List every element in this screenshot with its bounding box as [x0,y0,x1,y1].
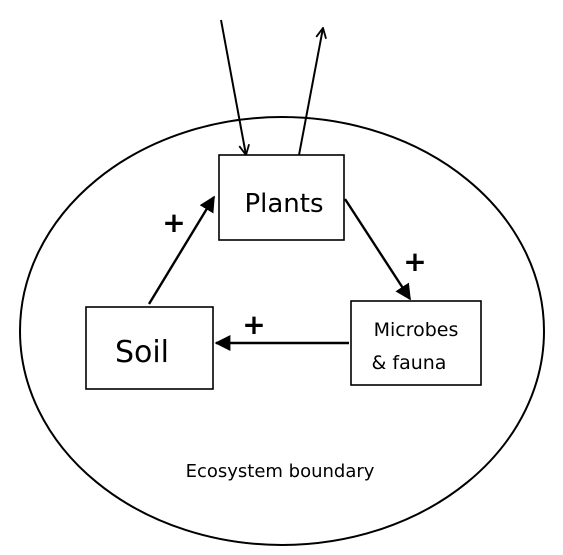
soil-to-plants-arrow [147,195,216,305]
plants-label: Plants [244,189,323,219]
ecosystem-boundary-ellipse [19,116,545,546]
soil-label: Soil [115,335,169,370]
ecosystem-boundary-label: Ecosystem boundary [186,461,375,482]
microbes-node: Microbes & fauna [350,300,482,386]
plants-box [218,154,345,241]
soil-node: Soil [85,306,214,390]
output-arrow [298,28,323,156]
microbes-box [350,300,482,386]
plants-node: Plants [218,154,345,241]
input-arrow [220,19,246,155]
plants-to-microbes-arrow [343,198,412,301]
microbes-to-soil-sign: + [242,308,265,341]
soil-to-plants-sign: + [162,206,185,239]
microbes-label-line2: & fauna [372,352,447,374]
plants-to-microbes-sign: + [403,245,426,278]
microbes-label-line1: Microbes [374,319,459,341]
soil-box [85,306,214,390]
